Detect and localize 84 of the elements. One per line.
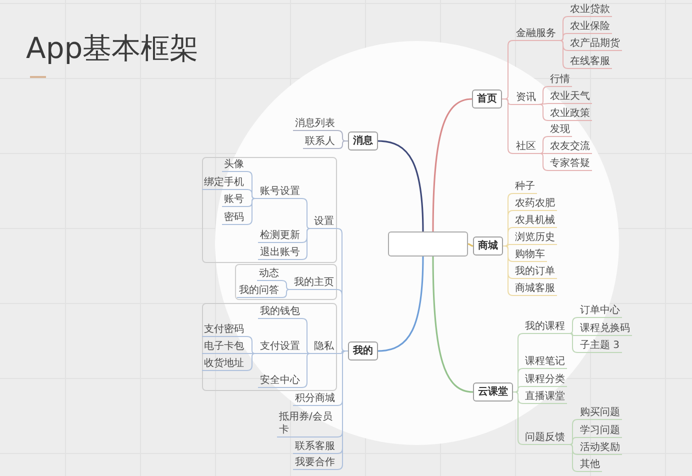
subtopic-label: 检测更新 [258, 229, 302, 243]
subtopic-label: 安全中心 [258, 374, 302, 388]
subtopic-label: 电子卡包 [202, 340, 246, 354]
subtopic-label: 动态 [257, 267, 281, 281]
subtopic-label: 退出账号 [258, 246, 302, 260]
branch-line [512, 392, 524, 445]
branch-line [538, 153, 548, 171]
main-topic-box: 云课堂 [473, 382, 513, 402]
subtopic-label: 农药农肥 [513, 197, 557, 211]
subtopic-label: 绑定手机 [202, 176, 246, 190]
main-topic-box: 消息 [348, 132, 378, 150]
subtopic-label: 子主题 3 [578, 339, 622, 353]
branch-line [468, 243, 474, 247]
subtopic-label: 社区 [514, 140, 538, 154]
subtopic-label: 专家答疑 [548, 157, 592, 171]
subtopic-label: 联系人 [303, 135, 337, 149]
subtopic-label: 课程笔记 [523, 355, 567, 369]
central-topic-box [388, 232, 468, 256]
subtopic-label: 密码 [222, 211, 246, 225]
subtopic-label: 农业天气 [548, 90, 592, 104]
subtopic-label: 账号 [222, 193, 246, 207]
subtopic-label: 隐私 [312, 340, 336, 354]
branch-line [538, 104, 548, 121]
boundary-frame [235, 264, 337, 300]
branch-line [432, 98, 472, 232]
subtopic-label: 农业政策 [548, 107, 592, 121]
subtopic-label: 我要合作 [293, 456, 337, 470]
subtopic-label: 金融服务 [514, 27, 558, 41]
main-topic-box: 首页 [472, 90, 502, 108]
subtopic-label: 收货地址 [202, 357, 246, 371]
branch-line [538, 103, 548, 105]
subtopic-label: 消息列表 [293, 117, 337, 131]
subtopic-label: 购物车 [513, 248, 547, 262]
subtopic-label: 订单中心 [578, 304, 622, 318]
subtopic-label: 行情 [548, 73, 572, 87]
subtopic-label: 浏览历史 [513, 231, 557, 245]
branch-line [566, 333, 578, 353]
subtopic-label: 学习问题 [578, 424, 622, 438]
subtopic-label: 农产品期货 [568, 37, 622, 51]
page-title: App基本框架 [26, 30, 199, 67]
subtopic-label: 我的问答 [237, 284, 281, 298]
subtopic-label: 种子 [513, 180, 537, 194]
subtopic-label: 我的钱包 [258, 305, 302, 319]
subtopic-label: 问题反馈 [523, 431, 567, 445]
subtopic-label: 我的订单 [513, 265, 557, 279]
subtopic-label: 联系客服 [293, 440, 337, 454]
subtopic-label: 积分商城 [293, 392, 337, 406]
branch-line [432, 256, 474, 393]
subtopic-label: 课程兑换码 [578, 322, 632, 336]
branch-line [302, 353, 312, 388]
subtopic-label: 支付密码 [202, 323, 246, 337]
subtopic-label: 农具机械 [513, 214, 557, 228]
subtopic-label: 支付设置 [258, 340, 302, 354]
subtopic-label: 农业保险 [568, 20, 612, 34]
branch-line [336, 140, 348, 149]
subtopic-label: 账号设置 [258, 185, 302, 199]
boundary-frame [202, 303, 337, 391]
subtopic-label: 农业贷款 [568, 3, 612, 17]
subtopic-label: 商城客服 [513, 282, 557, 296]
subtopic-label: 在线客服 [568, 55, 612, 69]
subtopic-label: 发现 [548, 123, 572, 137]
branch-line [246, 198, 258, 225]
subtopic-label: 设置 [312, 215, 336, 229]
subtopic-label: 我的课程 [523, 320, 567, 334]
main-topic-box: 商城 [473, 236, 503, 256]
subtopic-label: 购买问题 [578, 406, 622, 420]
branch-line [302, 228, 312, 260]
subtopic-label: 直播课堂 [523, 390, 567, 404]
branch-line [502, 98, 514, 154]
subtopic-label: 农友交流 [548, 140, 592, 154]
main-topic-box: 我的 [348, 342, 378, 360]
subtopic-label: 其他 [578, 458, 602, 472]
branch-line [280, 289, 292, 298]
branch-line [502, 246, 514, 296]
subtopic-label: 资讯 [514, 91, 538, 105]
branch-line [378, 256, 424, 352]
subtopic-label: 课程分类 [523, 373, 567, 387]
branch-line [378, 140, 424, 232]
subtopic-label: 活动奖励 [578, 441, 622, 455]
subtopic-label: 我的主页 [292, 276, 336, 290]
branch-line [558, 40, 568, 69]
subtopic-label: 头像 [222, 158, 246, 172]
branch-line [246, 353, 258, 371]
subtopic-label: 抵用券/会员卡 [277, 410, 337, 438]
